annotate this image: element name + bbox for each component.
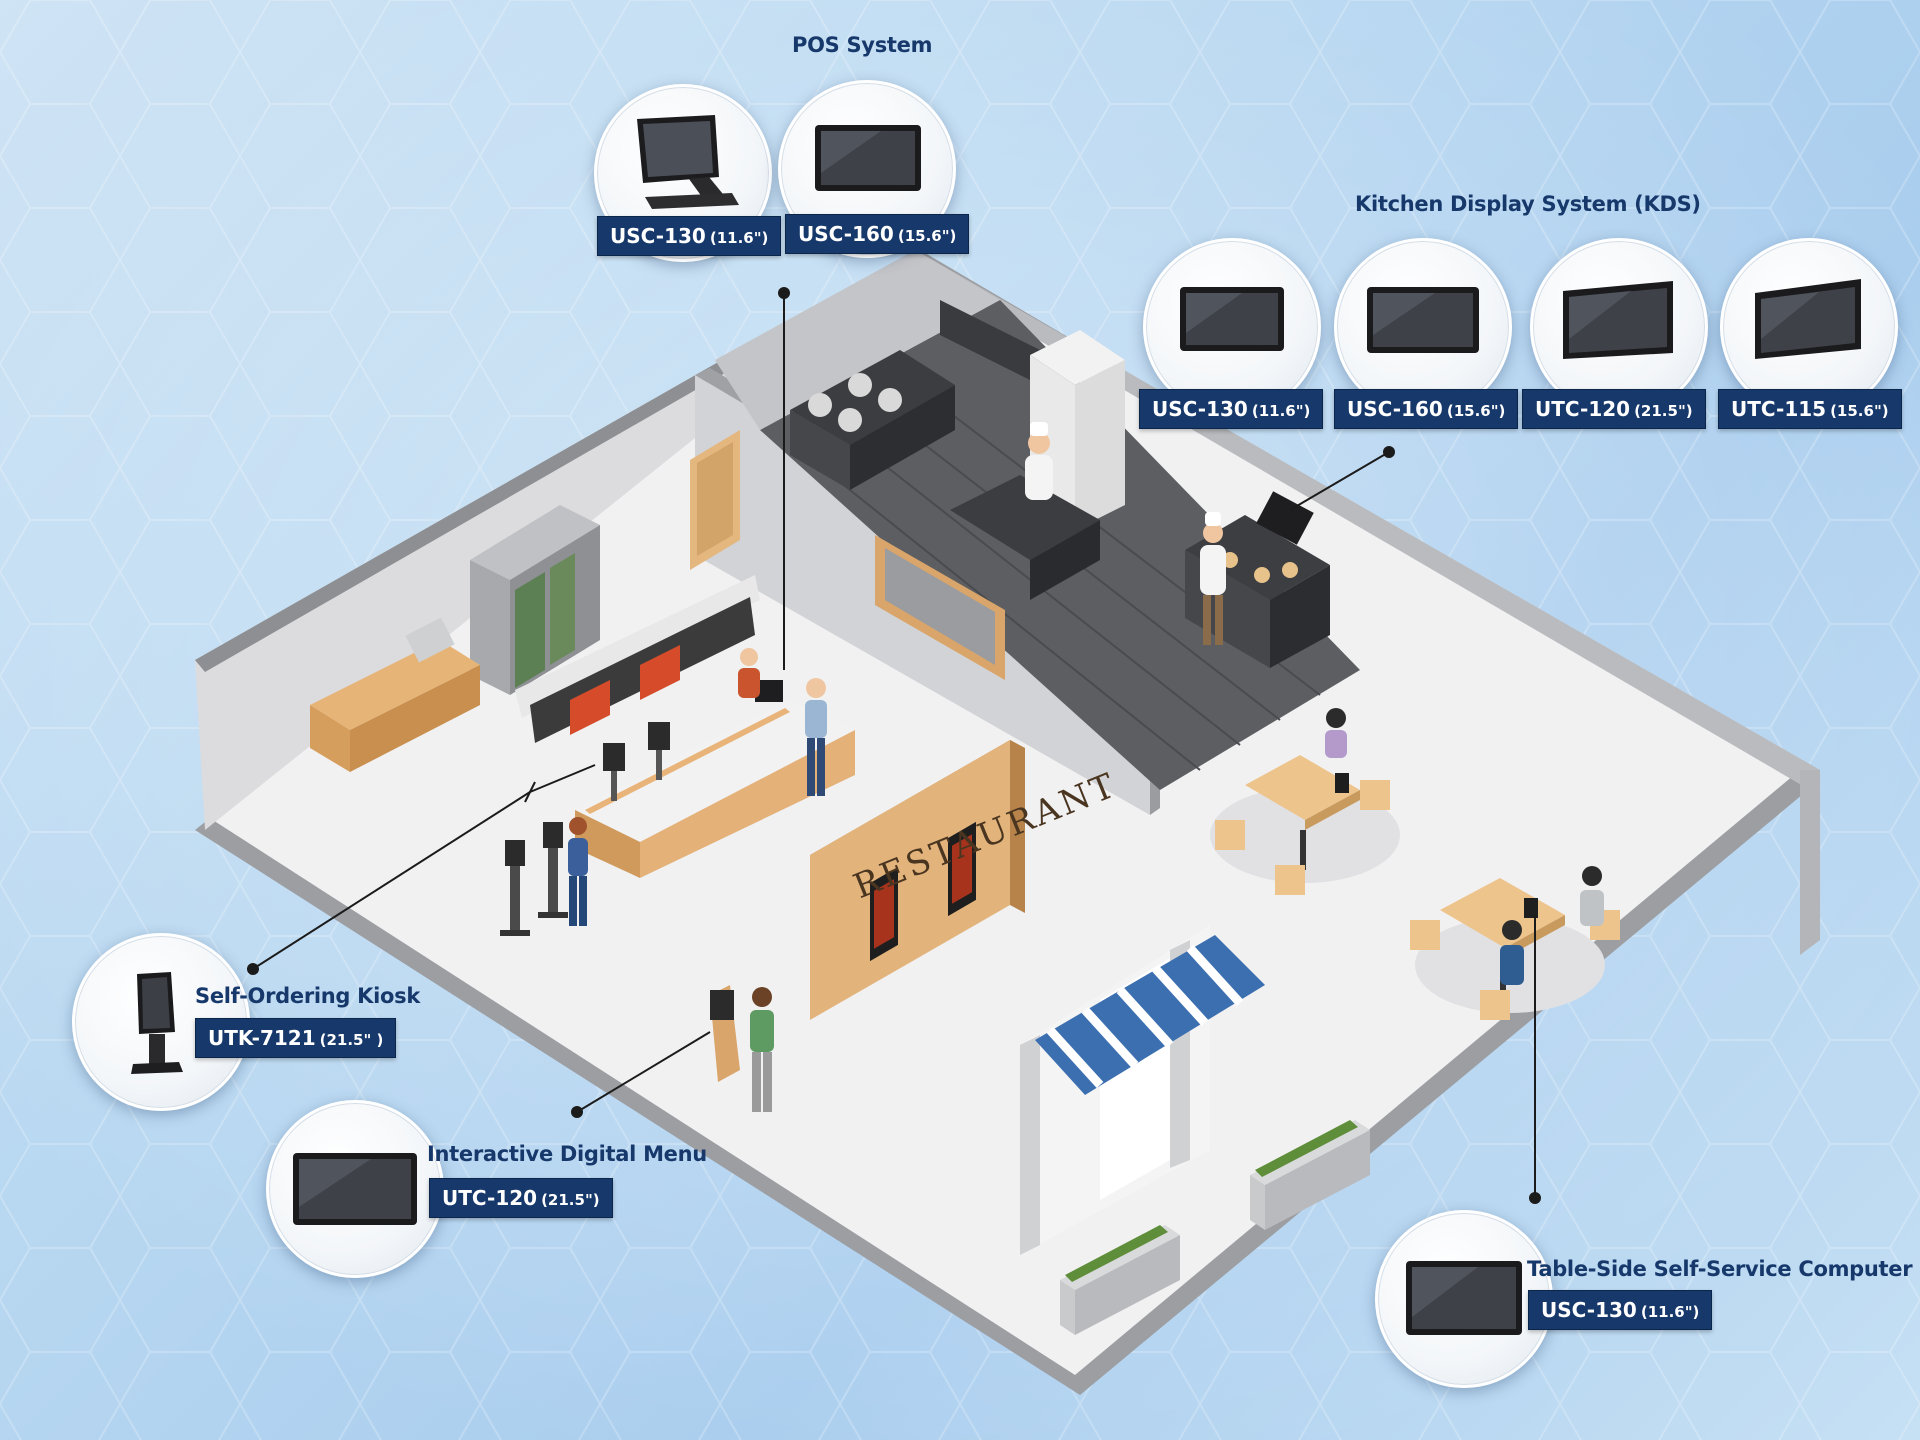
kiosk-connector-line: [252, 791, 531, 970]
kiosk-title: Self-Ordering Kiosk: [195, 984, 421, 1008]
beverage-fridges: [470, 505, 600, 695]
prep-counter: [950, 475, 1100, 560]
kds-connector-line: [1289, 451, 1390, 511]
kds-product-circle: [1530, 238, 1708, 416]
pos-system-title: POS System: [792, 33, 933, 57]
counter-kiosk: [603, 743, 625, 771]
chef-figure: [1200, 512, 1226, 645]
interactive-menu-stand: [710, 985, 740, 1082]
kds-model-tag-utc-120: UTC-120(21.5"): [1522, 389, 1706, 429]
chef-figure: [1025, 422, 1053, 500]
panel-pc-monitor-icon: [1180, 287, 1284, 351]
kiosk-customer-figure: [568, 817, 588, 926]
self-ordering-kiosk-icon: [131, 972, 183, 1074]
kds-model-tag-usc-160: USC-160(15.6"): [1334, 389, 1519, 429]
menu-model-tag-utc-120: UTC-120(21.5"): [429, 1178, 613, 1218]
menu-connector-line: [576, 1031, 711, 1113]
planter: [1060, 1225, 1180, 1335]
kitchen-stove: [790, 350, 955, 445]
diner-figure: [1325, 708, 1347, 758]
panel-pc-monitor-icon: [1406, 1261, 1522, 1335]
table-side-product-circle: [1375, 1210, 1553, 1388]
menu-product-circle: [266, 1100, 444, 1278]
kiosk-model-tag-utk-7121: UTK-7121(21.5" ): [195, 1018, 397, 1058]
kds-product-circle: [1334, 238, 1512, 416]
counter-kiosk: [648, 722, 670, 750]
diner-figure: [1500, 920, 1524, 985]
pos-model-tag-usc-160: USC-160(15.6"): [785, 214, 970, 254]
kds-wall-screen: [1256, 491, 1314, 545]
side-counter: [310, 640, 480, 730]
kds-product-circle: [1720, 238, 1898, 416]
menu-connector-dot: [571, 1106, 583, 1118]
order-counter: [575, 700, 855, 878]
customer-figure: [805, 678, 827, 796]
self-ordering-kiosks: [500, 822, 568, 936]
refrigerator: [1030, 330, 1125, 385]
diner-figure: [1580, 866, 1604, 926]
table-side-title: Table-Side Self-Service Computer: [1527, 1257, 1913, 1281]
kds-model-tag-usc-130: USC-130(11.6"): [1139, 389, 1324, 429]
right-side-wall: [1800, 770, 1820, 955]
table-tablet: [1524, 898, 1538, 918]
panel-pc-monitor-icon: [1563, 281, 1673, 359]
pos-model-tag-usc-130: USC-130(11.6"): [597, 216, 782, 256]
menu-customer-figure: [750, 987, 774, 1112]
menu-board-strip: [515, 575, 760, 718]
panel-pc-monitor-icon: [815, 125, 921, 191]
cashier-figure: [738, 648, 760, 698]
restaurant-sign-wall: [810, 740, 1025, 1020]
kds-product-circle: [1143, 238, 1321, 416]
kds-model-tag-utc-115: UTC-115(15.6"): [1718, 389, 1902, 429]
dining-table-set: [1210, 755, 1400, 895]
widescreen-display-icon: [293, 1153, 417, 1225]
kds-title: Kitchen Display System (KDS): [1355, 192, 1701, 216]
pos-terminal: [755, 680, 783, 702]
panel-pc-monitor-icon: [1755, 279, 1861, 359]
all-in-one-pos-terminal-icon: [637, 115, 739, 209]
menu-title: Interactive Digital Menu: [427, 1142, 707, 1166]
planter: [1250, 1120, 1370, 1230]
table-connector-dot: [1529, 1192, 1541, 1204]
entrance-awning: [1020, 925, 1265, 1255]
kiosk-connector-dot: [247, 963, 259, 975]
panel-pc-monitor-icon: [1367, 287, 1479, 353]
pos-connector-dot: [778, 287, 790, 299]
kds-connector-dot: [1383, 446, 1395, 458]
table-tablet: [1335, 773, 1349, 793]
table-side-model-tag-usc-130: USC-130(11.6"): [1528, 1290, 1713, 1330]
